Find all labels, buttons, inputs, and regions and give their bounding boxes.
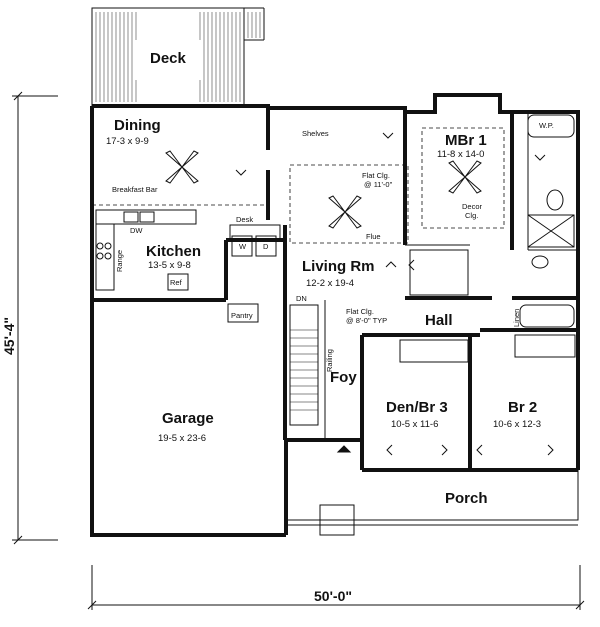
exterior-walls bbox=[90, 93, 580, 537]
flue-note: Flue bbox=[366, 232, 381, 241]
desk-note: Desk bbox=[236, 215, 253, 224]
railing-note: Railing bbox=[325, 349, 334, 372]
interior-walls bbox=[92, 108, 578, 470]
garage-dims: 19-5 x 23-6 bbox=[158, 433, 206, 444]
width-dimension-label: 50'-0" bbox=[314, 588, 352, 604]
dn-note: DN bbox=[296, 294, 307, 303]
flat-clg-1-height-note: @ 11'-0" bbox=[364, 180, 393, 189]
foy-label: Foy bbox=[330, 369, 357, 386]
living-dims: 12-2 x 19-4 bbox=[306, 278, 354, 289]
br2-dims: 10-6 x 12-3 bbox=[493, 419, 541, 430]
decor-clg-note-1: Decor bbox=[462, 202, 483, 211]
door-arrows bbox=[235, 132, 554, 456]
deck-label: Deck bbox=[150, 50, 187, 67]
width-dimension bbox=[87, 565, 585, 610]
deck bbox=[91, 7, 265, 107]
w-note: W bbox=[239, 242, 247, 251]
linen-note: Linen bbox=[512, 309, 521, 327]
dw-note: DW bbox=[130, 226, 143, 235]
kitchen-fixtures bbox=[95, 209, 281, 323]
closet-doors bbox=[399, 249, 576, 363]
wp-note: W.P. bbox=[539, 121, 554, 130]
shelves-note: Shelves bbox=[302, 129, 329, 138]
stairs bbox=[289, 300, 326, 440]
ref-note: Ref bbox=[170, 278, 183, 287]
breakfast-bar-note: Breakfast Bar bbox=[112, 185, 158, 194]
living-label: Living Rm bbox=[302, 258, 375, 275]
flat-clg-1-note: Flat Clg. bbox=[362, 171, 390, 180]
dining-label: Dining bbox=[114, 117, 161, 134]
ceiling-fans bbox=[165, 150, 482, 229]
mbr-label: MBr 1 bbox=[445, 132, 487, 149]
den-label: Den/Br 3 bbox=[386, 399, 448, 416]
ceiling-outlines bbox=[289, 127, 505, 244]
hall-label: Hall bbox=[425, 312, 453, 329]
porch bbox=[285, 470, 579, 536]
bathrooms bbox=[519, 114, 575, 328]
br2-label: Br 2 bbox=[508, 399, 537, 416]
den-dims: 10-5 x 11-6 bbox=[391, 419, 438, 430]
dining-dims: 17-3 x 9-9 bbox=[106, 136, 149, 147]
d-note: D bbox=[263, 242, 269, 251]
kitchen-dims: 13-5 x 9-8 bbox=[148, 260, 191, 271]
range-note: Range bbox=[115, 250, 124, 272]
garage-label: Garage bbox=[162, 410, 214, 427]
mbr-dims: 11-8 x 14-0 bbox=[437, 149, 484, 160]
kitchen-label: Kitchen bbox=[146, 243, 201, 260]
depth-dimension bbox=[12, 91, 58, 545]
flat-clg-2-note: Flat Clg. bbox=[346, 307, 374, 316]
porch-label: Porch bbox=[445, 490, 488, 507]
pantry-note: Pantry bbox=[231, 311, 253, 320]
flat-clg-2-height-note: @ 8'-0" TYP bbox=[346, 316, 387, 325]
depth-dimension-label: 45'-4" bbox=[1, 317, 17, 355]
decor-clg-note-2: Clg. bbox=[465, 211, 478, 220]
